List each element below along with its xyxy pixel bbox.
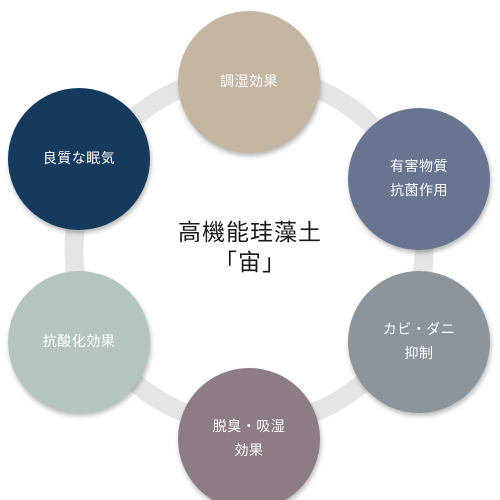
node-label-line: 調湿効果 xyxy=(220,74,278,90)
node-deodorizing: 脱臭・吸湿 効果 xyxy=(178,368,320,500)
node-label-line: カビ・ダニ xyxy=(382,322,456,338)
node-label-line: 効果 xyxy=(234,443,264,459)
center-title: 高機能珪藻土 「宙」 xyxy=(130,218,370,278)
node-mold-mite: カビ・ダニ 抑制 xyxy=(348,271,490,413)
center-title-line2: 「宙」 xyxy=(214,250,286,276)
node-label-line: 抗酸化効果 xyxy=(42,334,116,350)
center-title-line1: 高機能珪藻土 xyxy=(178,220,322,246)
node-label-line: 有害物質 xyxy=(390,159,448,175)
node-quality-sleep: 良質な眠気 xyxy=(8,88,150,230)
node-label-line: 抗菌作用 xyxy=(390,183,448,199)
node-label-line: 抑制 xyxy=(404,346,434,362)
node-label-line: 脱臭・吸湿 xyxy=(212,419,286,435)
node-humidity-control: 調湿効果 xyxy=(178,11,320,153)
node-antioxidation: 抗酸化効果 xyxy=(8,271,150,413)
node-antibacterial: 有害物質 抗菌作用 xyxy=(348,108,490,250)
node-label-line: 良質な眠気 xyxy=(42,151,116,167)
